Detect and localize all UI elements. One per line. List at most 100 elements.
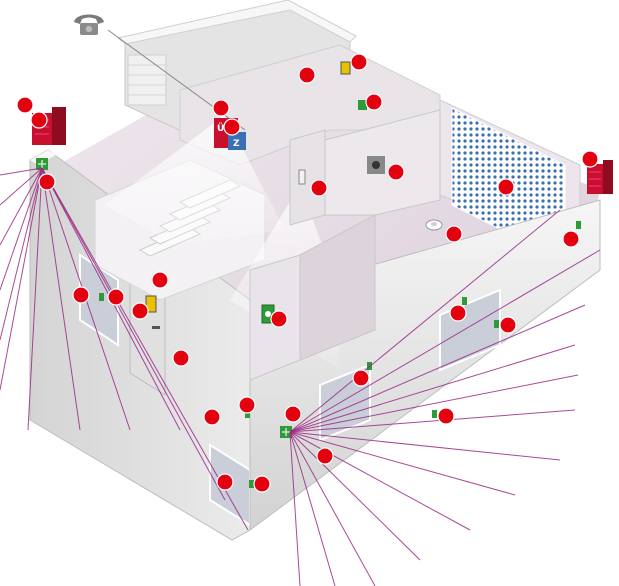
glass-break-sensor-icon (367, 156, 385, 174)
hotspot-dot[interactable] (298, 66, 316, 84)
control-unit-label-bottom: Z (233, 139, 240, 149)
beam-front-5 (289, 431, 471, 531)
door-contact-icon-upper (358, 100, 367, 110)
inner-bath-wall (299, 214, 376, 361)
door-contact-icon-bath-dot (265, 311, 271, 317)
beam-front-4 (289, 431, 421, 561)
hotspot-dot[interactable] (216, 473, 234, 491)
hotspot-2[interactable] (30, 111, 48, 129)
hotspot-20[interactable] (270, 310, 288, 328)
beam-left-11 (41, 167, 226, 501)
hotspot-17[interactable] (107, 288, 125, 306)
beam-front-3 (289, 431, 376, 586)
hotspot-dot[interactable] (387, 163, 405, 181)
beam-front-13 (289, 209, 561, 433)
hotspot-22[interactable] (499, 316, 517, 334)
hotspot-dot[interactable] (172, 349, 190, 367)
beam-front-12 (289, 249, 601, 433)
hotspot-3[interactable] (38, 173, 56, 191)
hotspot-dot[interactable] (497, 178, 515, 196)
hotspot-25[interactable] (284, 405, 302, 423)
hotspot-dot[interactable] (238, 396, 256, 414)
hotspot-dot[interactable] (350, 53, 368, 71)
outdoor-motion-sensor-front (280, 426, 292, 438)
beam-left-1 (0, 167, 43, 176)
hotspot-13[interactable] (581, 150, 599, 168)
hotspot-dot[interactable] (151, 271, 169, 289)
hotspot-23[interactable] (352, 369, 370, 387)
hotspot-dot[interactable] (253, 475, 271, 493)
beam-front-6 (289, 431, 516, 496)
beam-left-8 (41, 167, 81, 431)
back-room-wall-top (116, 0, 357, 45)
hotspot-dot[interactable] (499, 316, 517, 334)
hotspot-14[interactable] (562, 230, 580, 248)
hotspot-27[interactable] (203, 408, 221, 426)
hotspot-dot[interactable] (107, 288, 125, 306)
hotspot-28[interactable] (316, 447, 334, 465)
beam-front-11 (289, 304, 586, 433)
beam-left-7 (27, 167, 43, 431)
garage-door-slats (128, 64, 166, 96)
hotspot-24[interactable] (238, 396, 256, 414)
hotspot-dot[interactable] (72, 286, 90, 304)
beam-front-1 (289, 431, 301, 586)
beam-left-12 (41, 167, 249, 531)
hotspot-26[interactable] (437, 407, 455, 425)
door-handle (152, 326, 160, 329)
beam-left-6 (0, 167, 43, 391)
hotspot-4[interactable] (212, 99, 230, 117)
outdoor-detection-beams-front (289, 209, 601, 586)
hotspot-16[interactable] (72, 286, 90, 304)
siren-icon-right (587, 160, 613, 194)
hotspot-dot[interactable] (365, 93, 383, 111)
beam-left-4 (0, 167, 43, 291)
beam-front-2 (289, 431, 336, 586)
beam-left-2 (0, 167, 43, 206)
hotspot-9[interactable] (310, 179, 328, 197)
hotspot-15[interactable] (151, 271, 169, 289)
hotspot-dot[interactable] (437, 407, 455, 425)
hotspot-dot[interactable] (30, 111, 48, 129)
hotspot-6[interactable] (298, 66, 316, 84)
hotspot-dot[interactable] (212, 99, 230, 117)
beam-left-3 (0, 167, 43, 246)
beam-front-8 (289, 409, 576, 433)
hotspot-29[interactable] (216, 473, 234, 491)
hall-wall (289, 129, 326, 226)
hotspot-dot[interactable] (449, 304, 467, 322)
hotspot-1[interactable] (16, 96, 34, 114)
outdoor-motion-sensor-left (36, 158, 48, 170)
hotspot-dot[interactable] (445, 225, 463, 243)
motion-sensor-icon (298, 169, 306, 185)
hotspot-18[interactable] (131, 302, 149, 320)
hotspot-dot[interactable] (581, 150, 599, 168)
hotspot-dot[interactable] (352, 369, 370, 387)
hotspot-8[interactable] (365, 93, 383, 111)
hotspot-21[interactable] (449, 304, 467, 322)
beam-left-5 (0, 167, 43, 341)
hotspot-10[interactable] (387, 163, 405, 181)
hotspot-dot[interactable] (562, 230, 580, 248)
hotspot-19[interactable] (172, 349, 190, 367)
hotspot-dot[interactable] (316, 447, 334, 465)
hotspot-dot[interactable] (203, 408, 221, 426)
hotspot-dot[interactable] (223, 118, 241, 136)
garage-door (127, 54, 167, 106)
telephone-icon (74, 14, 104, 35)
hotspot-11[interactable] (497, 178, 515, 196)
hotspot-dot[interactable] (284, 405, 302, 423)
hotspot-7[interactable] (350, 53, 368, 71)
hotspot-5[interactable] (223, 118, 241, 136)
beam-front-10 (289, 344, 576, 433)
hotspot-dot[interactable] (38, 173, 56, 191)
hotspot-30[interactable] (253, 475, 271, 493)
hotspot-dot[interactable] (310, 179, 328, 197)
beam-front-7 (289, 431, 561, 461)
hotspot-dot[interactable] (16, 96, 34, 114)
hotspot-markers (16, 53, 599, 493)
hotspot-dot[interactable] (131, 302, 149, 320)
hotspot-12[interactable] (445, 225, 463, 243)
hotspot-dot[interactable] (270, 310, 288, 328)
